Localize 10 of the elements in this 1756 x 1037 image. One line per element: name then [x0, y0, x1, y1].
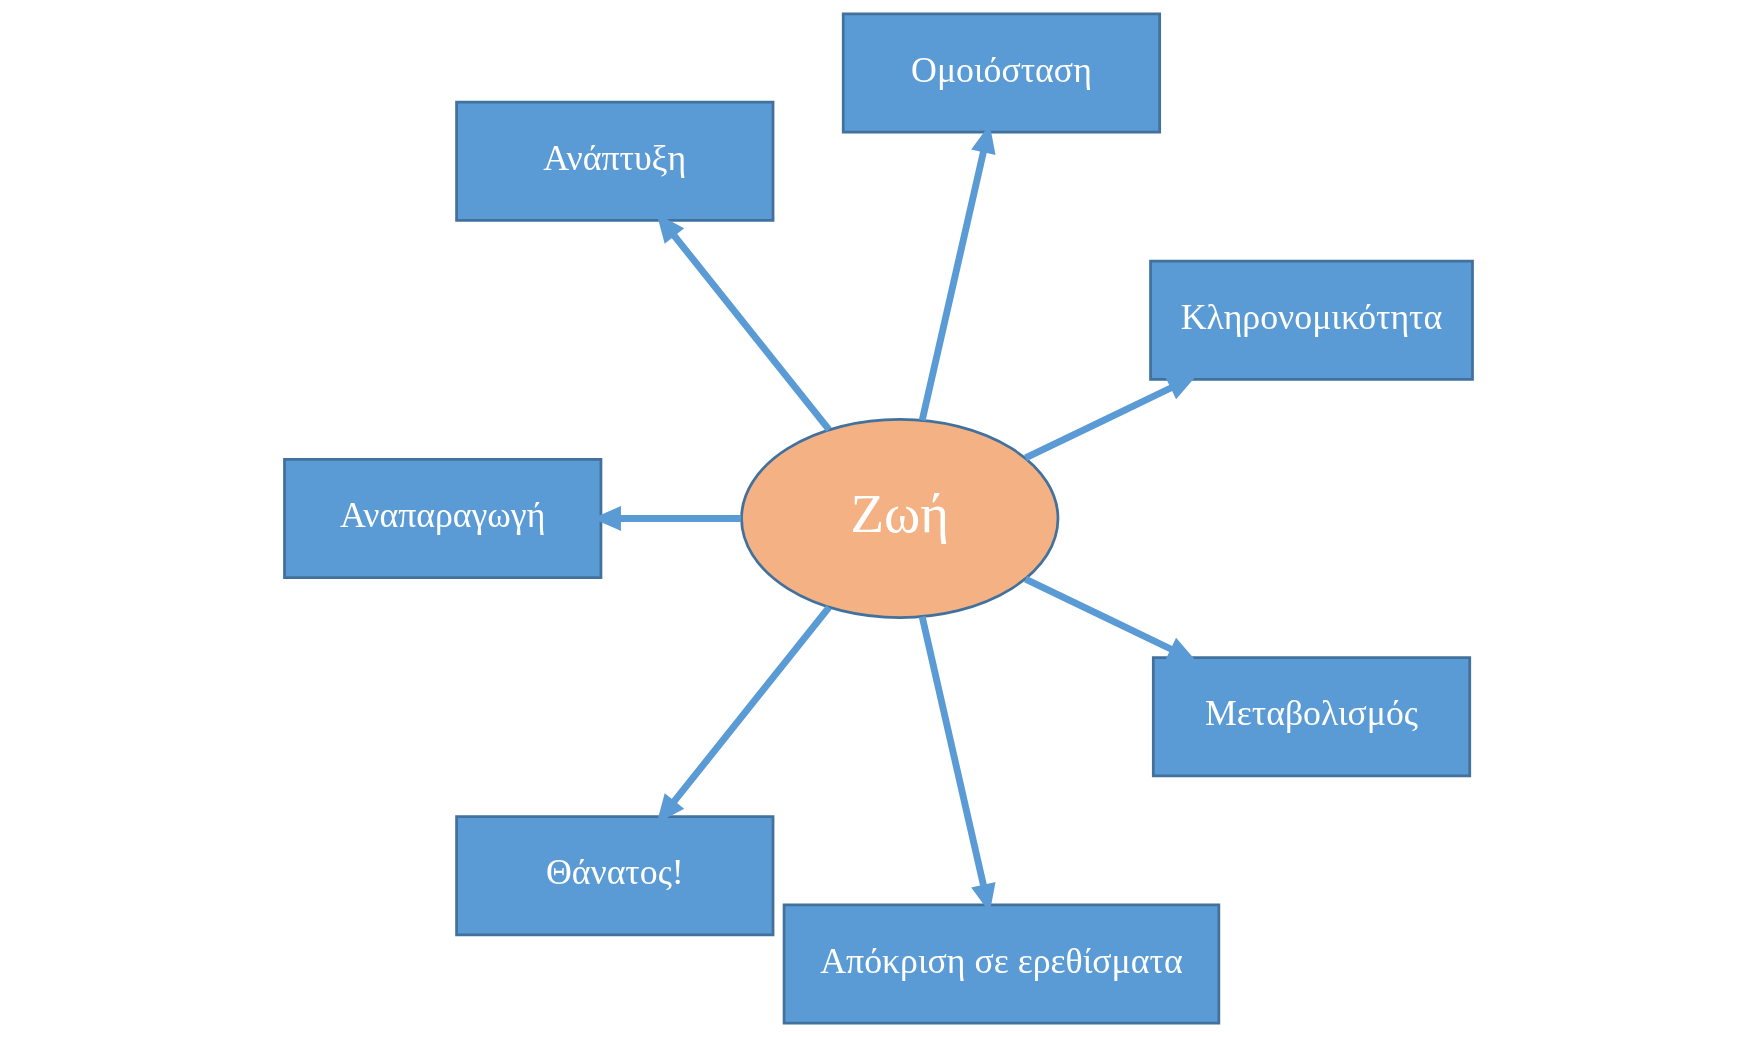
- node-box: Κληρονομικότητα: [1148, 259, 1474, 381]
- arrow: [1023, 375, 1196, 461]
- node-box: Ανάπτυξη: [454, 100, 774, 222]
- node-box: Ομοιόσταση: [841, 12, 1161, 134]
- node-box: Αναπαραγωγή: [282, 457, 602, 580]
- node-box: Θάνατος!: [454, 815, 774, 937]
- arrow: [1023, 575, 1196, 662]
- node-ellipse: Ζωή: [739, 418, 1059, 619]
- node-box: Απόκριση σε ερεθίσματα: [782, 903, 1220, 1025]
- node-box: Μεταβολισμός: [1151, 656, 1471, 778]
